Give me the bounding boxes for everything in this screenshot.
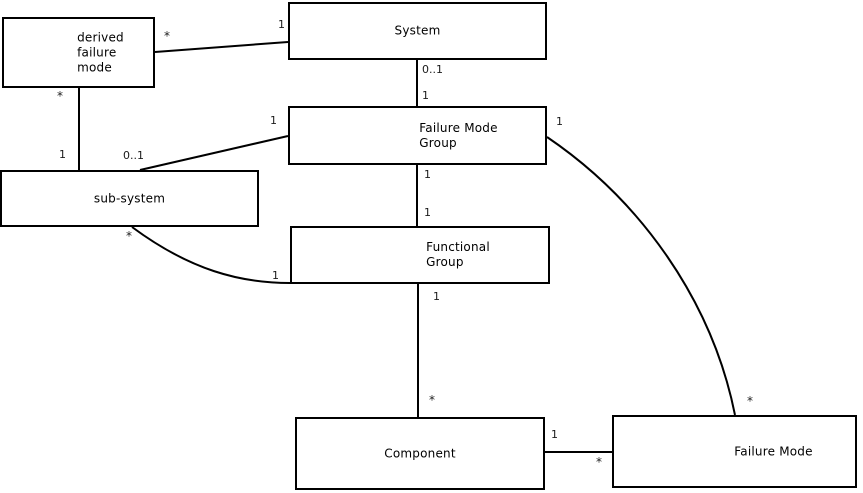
mult-fmg-fm-target: * (747, 394, 753, 408)
mult-fmg-fm-source: 1 (556, 115, 563, 128)
class-name-system: System (394, 23, 441, 38)
association-sub-system--failure-mode-group (139, 135, 289, 171)
mult-fg-component-target: * (429, 393, 435, 407)
mult-fg-component-source: 1 (433, 290, 440, 303)
mult-fmg-fg-target: 1 (424, 206, 431, 219)
class-name-derived-failure-mode: derived failure mode (77, 30, 124, 74)
class-name-functional-group: Functional Group (426, 240, 490, 269)
mult-system-fmg-target: 1 (422, 89, 429, 102)
class-box-system[interactable]: System (288, 2, 547, 60)
class-box-sub-system[interactable]: sub-system (0, 170, 259, 227)
association-derived-failure-mode--system (154, 41, 289, 53)
mult-subsystem-fg-source: * (126, 229, 132, 243)
mult-subsystem-fmg-target: 1 (270, 114, 277, 127)
class-box-failure-mode[interactable]: Failure Mode (612, 415, 857, 488)
association-sub-system--functional-group (131, 226, 291, 284)
mult-dfm-system-source: * (164, 29, 170, 43)
mult-fmg-fg-source: 1 (424, 168, 431, 181)
mult-system-fmg-source: 0..1 (422, 63, 443, 76)
mult-dfm-system-target: 1 (278, 18, 285, 31)
class-name-sub-system: sub-system (93, 191, 166, 205)
class-box-failure-mode-group[interactable]: Failure Mode Group (288, 106, 547, 165)
mult-subsystem-fmg-source: 0..1 (123, 149, 144, 162)
class-box-functional-group[interactable]: Functional Group (290, 226, 550, 284)
mult-dfm-subsystem-source: * (57, 89, 63, 103)
class-box-component[interactable]: Component (295, 417, 545, 490)
class-box-derived-failure-mode[interactable]: derived failure mode (2, 17, 155, 88)
association-failure-mode-group--failure-mode (546, 136, 736, 416)
mult-dfm-subsystem-target: 1 (59, 148, 66, 161)
class-name-component: Component (384, 446, 456, 460)
mult-subsystem-fg-target: 1 (272, 269, 279, 282)
mult-component-fm-source: 1 (551, 428, 558, 441)
class-name-failure-mode: Failure Mode (734, 444, 813, 458)
mult-component-fm-target: * (596, 455, 602, 469)
class-name-failure-mode-group: Failure Mode Group (419, 120, 498, 150)
